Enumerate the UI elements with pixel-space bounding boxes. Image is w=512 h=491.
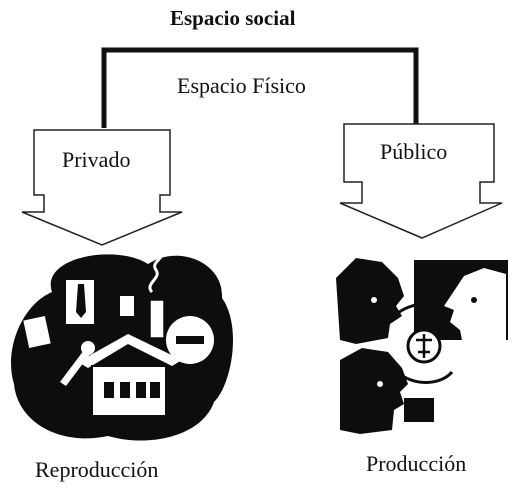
result-label-reproduccion: Reproducción	[35, 457, 159, 482]
branch-label-privado: Privado	[62, 147, 131, 172]
diagram-subtitle: Espacio Físico	[177, 73, 306, 98]
diagram-title: Espacio social	[170, 6, 296, 30]
bracket-connector	[101, 47, 419, 128]
branch-label-publico: Público	[380, 139, 448, 164]
publico-arrow-box	[339, 123, 503, 239]
result-label-produccion: Producción	[366, 451, 467, 476]
privado-arrow-box	[21, 129, 183, 246]
household-clipart	[11, 249, 234, 441]
people-exchange-clipart	[336, 258, 508, 434]
